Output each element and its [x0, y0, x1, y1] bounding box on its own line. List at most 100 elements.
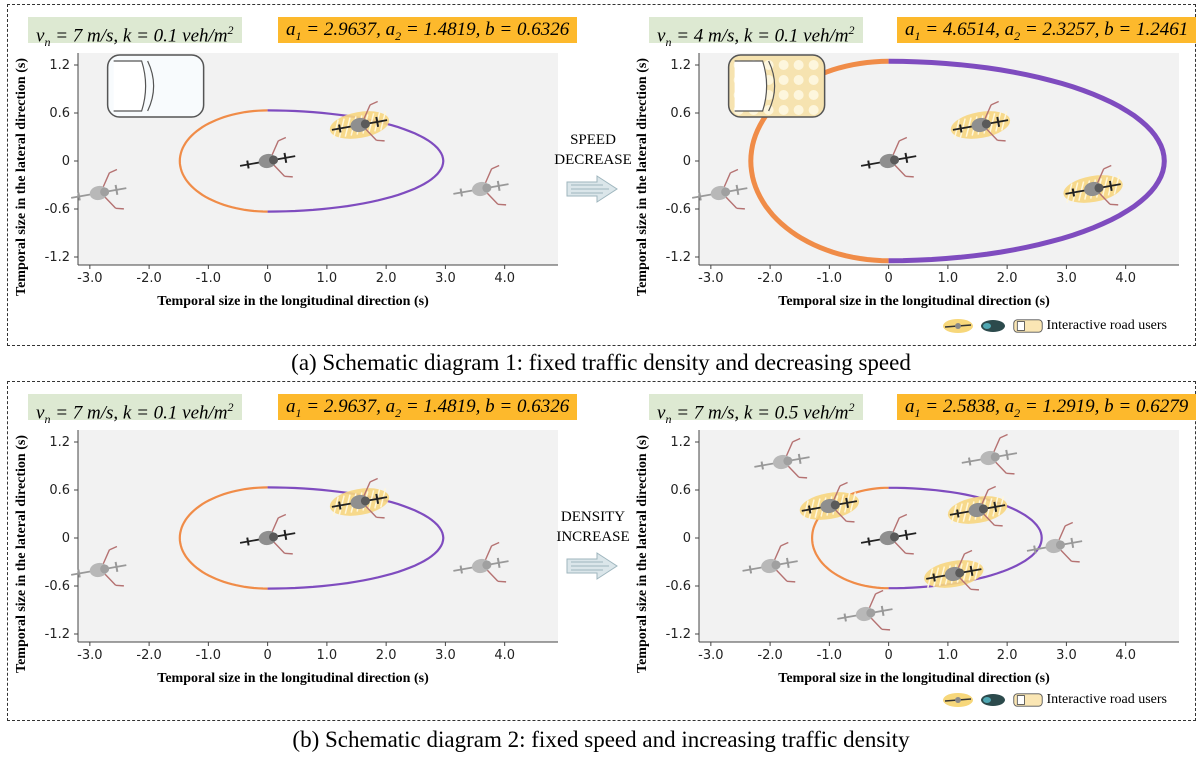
rider-head: [830, 500, 840, 510]
cyclist-highlight-icon: [942, 319, 973, 333]
x-tick-label: 4.0: [494, 648, 515, 663]
x-axis-label: Temporal size in the longitudinal direct…: [778, 671, 1050, 686]
transition-text-2: INCREASE: [556, 529, 630, 545]
transition-text-2: DECREASE: [554, 152, 632, 168]
y-tick-label: 0: [683, 531, 691, 546]
car-windshield: [734, 60, 768, 112]
motorcycle-icon: [980, 320, 1005, 332]
motorcycle-icon: [980, 694, 1005, 706]
panel-b: vn = 7 m/s, k = 0.1 veh/m2 a1 = 2.9637, …: [7, 381, 1199, 721]
cyclist-agent: [961, 433, 1018, 475]
x-tick-label: 0: [263, 271, 271, 286]
cyclist-agent: [950, 100, 1011, 142]
x-tick-label: 3.0: [1056, 271, 1077, 286]
cyclist-agent: [742, 541, 798, 583]
y-tick-label: 1.2: [670, 58, 691, 73]
cyclist-agent: [799, 481, 860, 523]
caption-a: (a) Schematic diagram 1: fixed traffic d…: [291, 350, 911, 375]
rider-head: [771, 560, 781, 570]
x-tick-label: 2.0: [997, 271, 1018, 286]
x-tick-label: -1.0: [196, 271, 221, 286]
x-tick-label: -3.0: [698, 648, 723, 663]
cyclist-agent: [329, 477, 390, 519]
x-tick-label: -3.0: [77, 648, 102, 663]
x-axis-label: Temporal size in the longitudinal direct…: [157, 671, 429, 686]
rider-head: [1055, 540, 1065, 550]
y-tick-label: -0.6: [45, 579, 70, 594]
y-tick-label: 0: [683, 154, 691, 169]
x-axis-label: Temporal size in the longitudinal direct…: [778, 294, 1050, 309]
x-tick-label: 2.0: [997, 648, 1018, 663]
x-tick-label: -2.0: [136, 271, 161, 286]
x-tick-label: 1.0: [938, 648, 959, 663]
transition-text-1: DENSITY: [560, 509, 626, 525]
car-agent: [106, 54, 205, 118]
x-tick-label: 0: [884, 271, 892, 286]
param-box-green: vn = 7 m/s, k = 0.1 veh/m2: [28, 394, 242, 426]
x-tick-label: -2.0: [757, 271, 782, 286]
plot-b-right: vn = 7 m/s, k = 0.5 veh/m2 a1 = 2.5838, …: [635, 394, 1199, 714]
param-box-green: vn = 7 m/s, k = 0.5 veh/m2: [649, 394, 863, 426]
car-icon: [1012, 319, 1043, 333]
car-windshield: [113, 60, 147, 112]
y-tick-label: -1.2: [45, 627, 70, 642]
rider-head: [981, 119, 991, 129]
cyclist-agent: [754, 437, 810, 479]
x-tick-label: 4.0: [1115, 271, 1136, 286]
x-tick-label: -3.0: [77, 271, 102, 286]
y-tick-label: -0.6: [666, 579, 691, 594]
cyclist-agent: [453, 541, 509, 583]
cyclist-agent: [71, 545, 127, 587]
y-tick-label: 1.2: [670, 435, 691, 450]
rider-head: [721, 187, 731, 197]
plot-a-right: vn = 4 m/s, k = 0.1 veh/m2 a1 = 4.6514, …: [635, 17, 1199, 337]
right-arrow-icon: [566, 175, 618, 203]
plot-b-left: vn = 7 m/s, k = 0.1 veh/m2 a1 = 2.9637, …: [14, 394, 578, 714]
param-box-green: vn = 7 m/s, k = 0.1 veh/m2: [28, 17, 242, 49]
y-tick-label: 0.6: [49, 483, 70, 498]
legend-label: Interactive road users: [1046, 692, 1168, 707]
param-box-orange: a1 = 2.9637, a2 = 1.4819, b = 0.6326: [278, 394, 578, 420]
x-tick-label: 2.0: [376, 271, 397, 286]
x-tick-label: 1.0: [317, 271, 338, 286]
rider-head: [1094, 183, 1104, 193]
cyclist-agent: [329, 100, 390, 142]
x-tick-label: -1.0: [817, 648, 842, 663]
ego-cyclist: [239, 513, 296, 555]
rider-head: [890, 155, 900, 165]
cyclist-highlight-icon: [942, 693, 973, 707]
rider-head: [482, 183, 492, 193]
param-box-orange: a1 = 2.5838, a2 = 1.2919, b = 0.6279: [897, 394, 1197, 420]
y-tick-label: 0.6: [670, 106, 691, 121]
rider-head: [783, 456, 793, 466]
x-tick-label: 1.0: [317, 648, 338, 663]
rider-head: [866, 608, 876, 618]
y-tick-label: -1.2: [45, 250, 70, 265]
plot-area: [78, 430, 558, 642]
field-front-arc: [888, 58, 1167, 264]
rider-head: [100, 187, 110, 197]
rider-head: [990, 452, 1000, 462]
legend: Interactive road users: [942, 691, 1168, 709]
rider-head: [269, 532, 279, 542]
transition-speed-decrease: SPEED DECREASE: [543, 130, 643, 210]
y-tick-label: 0.6: [49, 106, 70, 121]
x-tick-label: -2.0: [757, 648, 782, 663]
car-agent: [727, 54, 826, 118]
legend-label: Interactive road users: [1046, 318, 1168, 333]
x-tick-label: -1.0: [817, 271, 842, 286]
param-box-orange: a1 = 2.9637, a2 = 1.4819, b = 0.6326: [278, 17, 578, 43]
rider-head: [360, 119, 370, 129]
rider-head: [482, 560, 492, 570]
x-tick-label: 2.0: [376, 648, 397, 663]
y-tick-label: 1.2: [49, 435, 70, 450]
y-tick-label: 0: [62, 154, 70, 169]
rider-head: [100, 564, 110, 574]
param-box-orange: a1 = 4.6514, a2 = 2.3257, b = 1.2461: [897, 17, 1197, 43]
legend: Interactive road users: [942, 317, 1168, 335]
cyclist-agent: [837, 589, 893, 631]
rider-head: [890, 532, 900, 542]
